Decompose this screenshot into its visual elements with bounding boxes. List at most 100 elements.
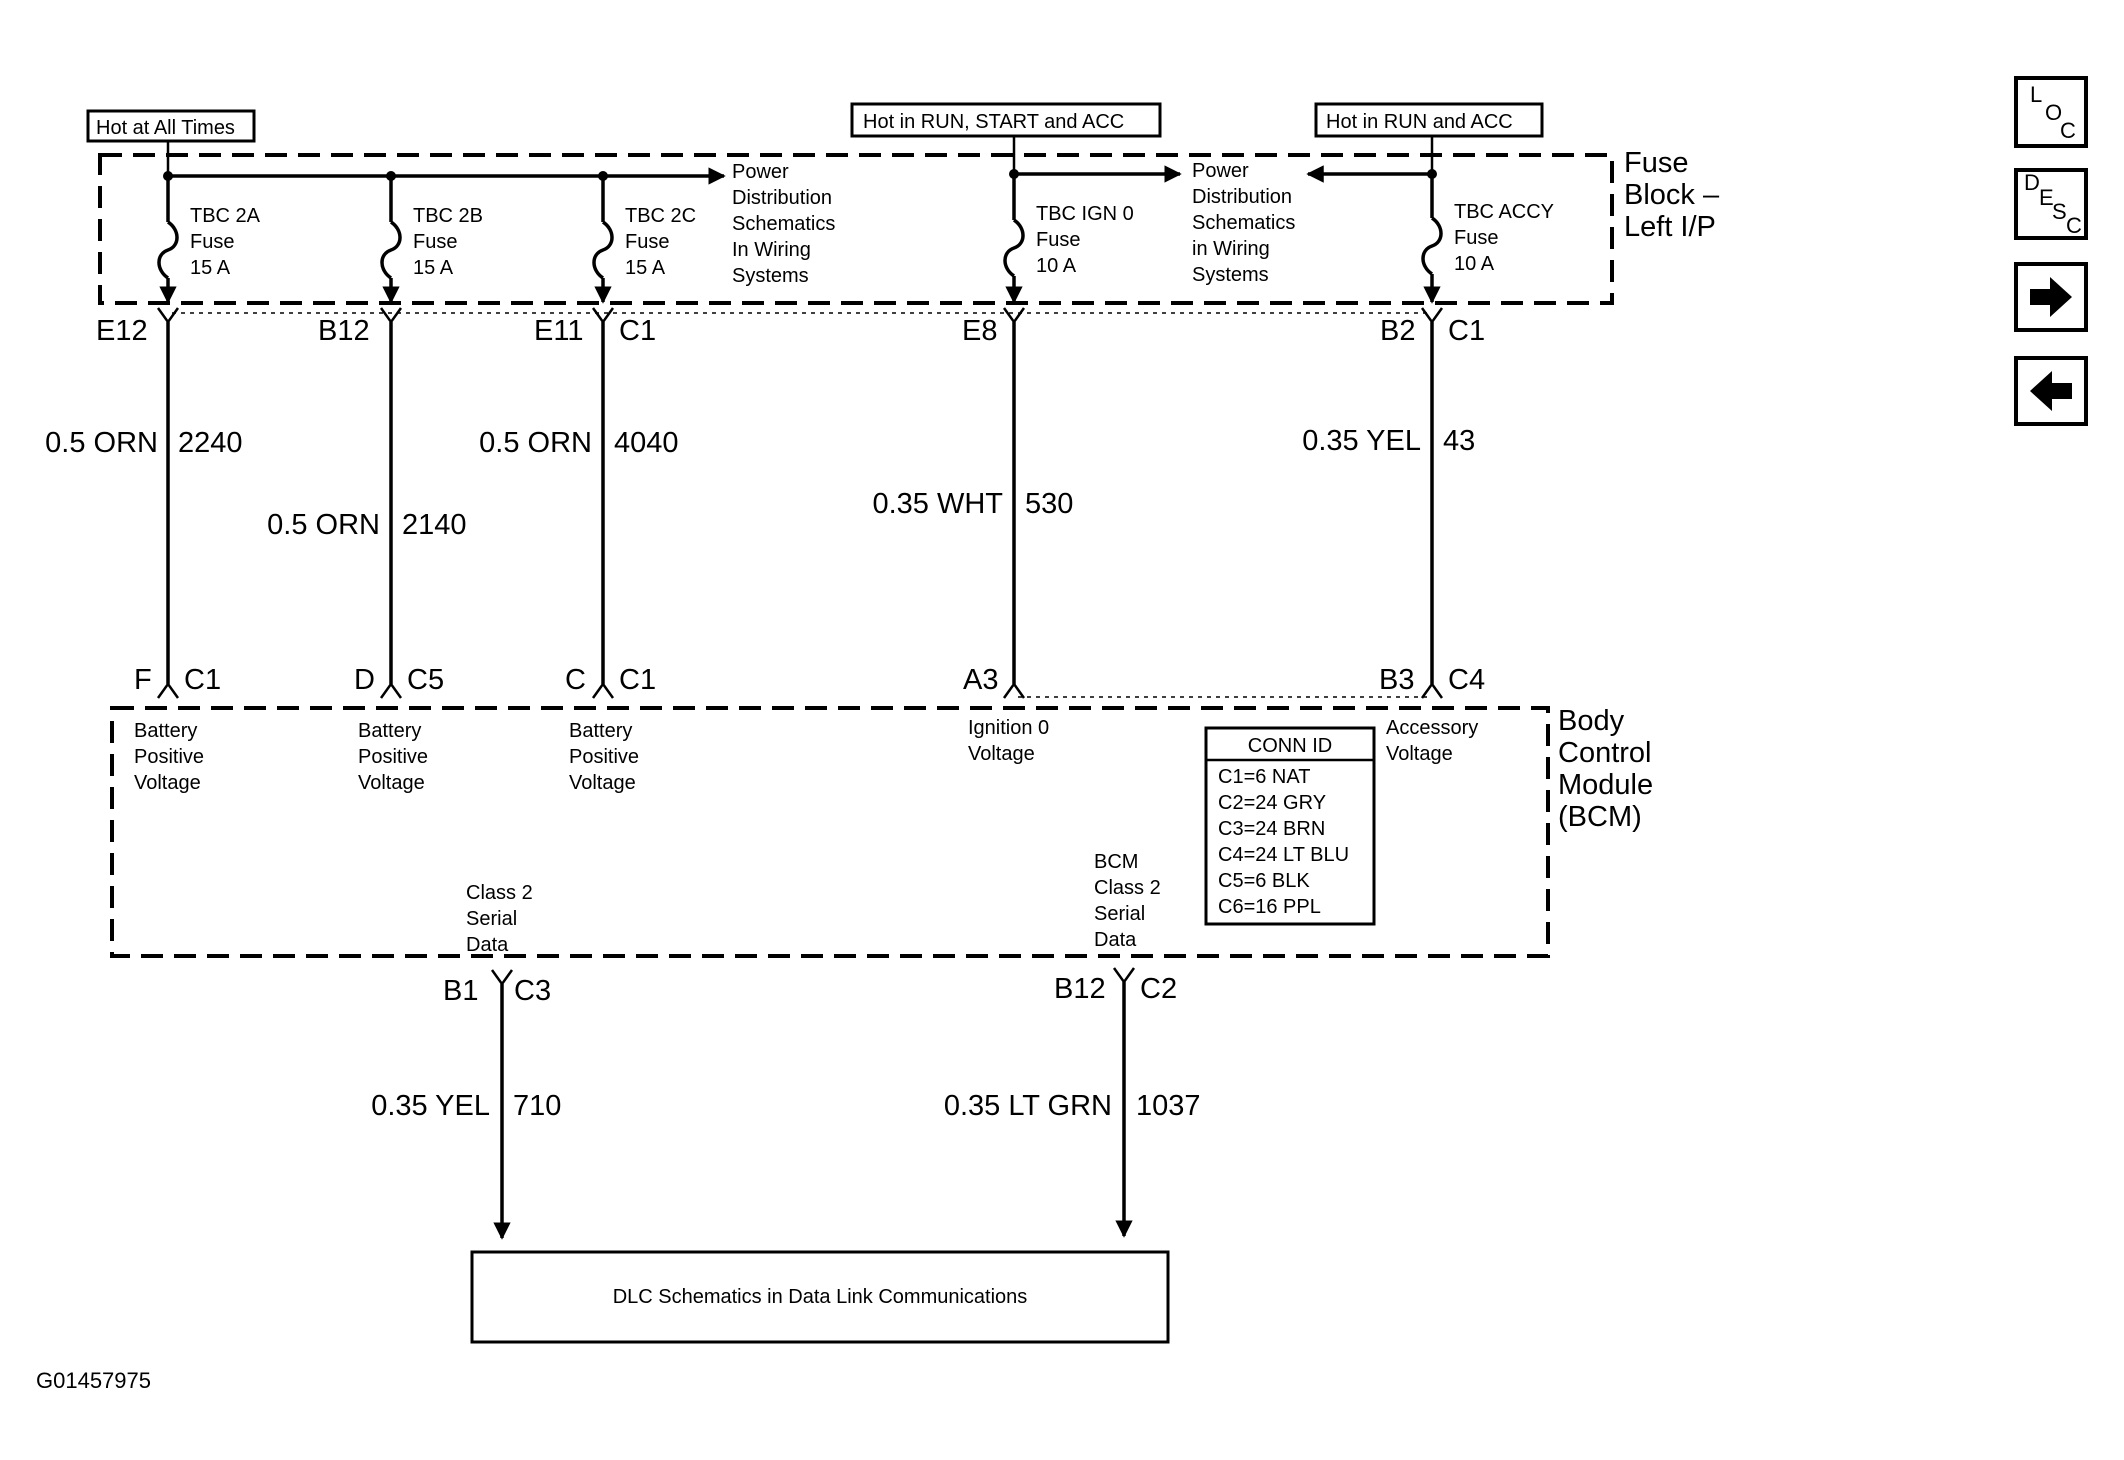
svg-text:Control: Control xyxy=(1558,737,1652,769)
connector-d-c5: D C5 xyxy=(354,664,444,699)
svg-text:Power: Power xyxy=(732,161,789,183)
svg-text:C1=6 NAT: C1=6 NAT xyxy=(1218,766,1310,788)
svg-text:Fuse: Fuse xyxy=(413,231,457,253)
hot-run-acc-label: Hot in RUN and ACC xyxy=(1314,102,1544,138)
svg-text:Voltage: Voltage xyxy=(134,772,201,794)
svg-text:Hot in RUN, START and ACC: Hot in RUN, START and ACC xyxy=(863,111,1124,133)
svg-text:O: O xyxy=(2045,100,2062,125)
svg-text:Hot in RUN and ACC: Hot in RUN and ACC xyxy=(1326,111,1513,133)
wire-530: 0.35 WHT 530 xyxy=(872,322,1073,684)
svg-text:in Wiring: in Wiring xyxy=(1192,238,1270,260)
svg-text:TBC 2A: TBC 2A xyxy=(190,205,261,227)
hot-run-start-acc-label: Hot in RUN, START and ACC xyxy=(850,102,1162,138)
battery-positive-voltage-3: Battery Positive Voltage xyxy=(569,720,639,794)
svg-text:4040: 4040 xyxy=(614,427,679,459)
svg-text:TBC IGN 0: TBC IGN 0 xyxy=(1036,203,1134,225)
svg-text:E: E xyxy=(2039,185,2054,210)
connector-b2-c1: B2 C1 xyxy=(1380,307,1485,347)
svg-text:E11: E11 xyxy=(534,315,583,347)
connector-e11-c1: E11 C1 xyxy=(534,307,656,347)
connector-a3: A3 xyxy=(963,664,1026,699)
svg-text:Systems: Systems xyxy=(1192,264,1269,286)
svg-text:Voltage: Voltage xyxy=(569,772,636,794)
svg-text:Serial: Serial xyxy=(466,908,517,930)
fuse-tbc-2b: TBC 2B Fuse 15 A xyxy=(380,176,483,304)
class-2-serial-data-label: Class 2 Serial Data xyxy=(466,882,533,956)
svg-text:C1: C1 xyxy=(1448,315,1485,347)
loc-button[interactable]: L O C xyxy=(2014,76,2088,148)
hot-at-all-times-label: Hot at All Times xyxy=(86,109,256,143)
svg-text:Distribution: Distribution xyxy=(1192,186,1292,208)
wire-710: 0.35 YEL 710 xyxy=(371,984,561,1240)
fuse-block-outline xyxy=(98,153,1614,305)
svg-text:0.35 WHT: 0.35 WHT xyxy=(872,488,1003,520)
svg-text:C3=24 BRN: C3=24 BRN xyxy=(1218,818,1325,840)
svg-text:Battery: Battery xyxy=(134,720,197,742)
svg-text:Fuse: Fuse xyxy=(1454,227,1498,249)
connector-b12-c2: B12 C2 xyxy=(1054,967,1177,1005)
previous-page-button[interactable] xyxy=(2014,356,2088,426)
svg-text:10 A: 10 A xyxy=(1454,253,1495,275)
svg-text:In Wiring: In Wiring xyxy=(732,239,811,261)
svg-text:Positive: Positive xyxy=(134,746,204,768)
battery-positive-voltage-1: Battery Positive Voltage xyxy=(134,720,204,794)
svg-text:Systems: Systems xyxy=(732,265,809,287)
accessory-voltage: Accessory Voltage xyxy=(1386,717,1478,765)
svg-text:Voltage: Voltage xyxy=(358,772,425,794)
svg-text:Class 2: Class 2 xyxy=(1094,877,1161,899)
svg-text:Schematics: Schematics xyxy=(1192,212,1295,234)
svg-text:Serial: Serial xyxy=(1094,903,1145,925)
svg-text:Body: Body xyxy=(1558,705,1625,737)
svg-text:C3: C3 xyxy=(514,975,551,1007)
conn-id-table: CONN ID C1=6 NAT C2=24 GRY C3=24 BRN C4=… xyxy=(1204,726,1376,926)
svg-text:Block –: Block – xyxy=(1624,179,1720,211)
svg-text:TBC ACCY: TBC ACCY xyxy=(1454,201,1554,223)
wire-4040: 0.5 ORN 4040 xyxy=(479,322,679,684)
svg-text:S: S xyxy=(2052,199,2067,224)
svg-text:0.5 ORN: 0.5 ORN xyxy=(45,427,158,459)
connector-b3-c4: B3 C4 xyxy=(1379,664,1485,699)
svg-text:B2: B2 xyxy=(1380,315,1415,347)
svg-text:Schematics: Schematics xyxy=(732,213,835,235)
desc-button[interactable]: D E S C xyxy=(2014,168,2088,240)
svg-text:530: 530 xyxy=(1025,488,1073,520)
svg-text:Accessory: Accessory xyxy=(1386,717,1478,739)
svg-text:0.35 YEL: 0.35 YEL xyxy=(1302,425,1421,457)
svg-text:E8: E8 xyxy=(962,315,997,347)
svg-text:C4=24 LT BLU: C4=24 LT BLU xyxy=(1218,844,1349,866)
svg-text:D: D xyxy=(354,664,375,696)
svg-text:C2=24 GRY: C2=24 GRY xyxy=(1218,792,1326,814)
connector-b12-upper: B12 xyxy=(318,307,403,347)
svg-text:Power: Power xyxy=(1192,160,1249,182)
svg-text:DLC Schematics in Data Link Co: DLC Schematics in Data Link Communicatio… xyxy=(613,1286,1028,1308)
wire-1037: 0.35 LT GRN 1037 xyxy=(944,982,1201,1238)
connector-c-c1: C C1 xyxy=(565,664,656,699)
bcm-outline xyxy=(110,706,1550,958)
svg-text:BCM: BCM xyxy=(1094,851,1138,873)
wire-2240: 0.5 ORN 2240 xyxy=(45,322,243,684)
figure-id: G01457975 xyxy=(36,1368,151,1393)
svg-text:C5=6 BLK: C5=6 BLK xyxy=(1218,870,1310,892)
svg-text:C5: C5 xyxy=(407,664,444,696)
svg-text:Ignition 0: Ignition 0 xyxy=(968,717,1049,739)
svg-text:Fuse: Fuse xyxy=(1624,147,1688,179)
svg-text:C1: C1 xyxy=(619,315,656,347)
svg-text:Fuse: Fuse xyxy=(1036,229,1080,251)
fuse-tbc-2c: TBC 2C Fuse 15 A xyxy=(592,176,696,304)
bcm-label: Body Control Module (BCM) xyxy=(1558,705,1653,833)
dlc-schematics-box[interactable]: DLC Schematics in Data Link Communicatio… xyxy=(470,1250,1170,1344)
wire-2140: 0.5 ORN 2140 xyxy=(267,322,467,684)
svg-text:Voltage: Voltage xyxy=(968,743,1035,765)
fuse-tbc-accy: TBC ACCY Fuse 10 A xyxy=(1421,174,1554,304)
svg-text:A3: A3 xyxy=(963,664,998,696)
svg-text:CONN ID: CONN ID xyxy=(1248,735,1332,757)
next-page-button[interactable] xyxy=(2014,262,2088,332)
svg-text:15 A: 15 A xyxy=(625,257,666,279)
svg-text:C: C xyxy=(2060,118,2076,143)
connector-b1-c3: B1 C3 xyxy=(443,969,551,1007)
ignition-0-voltage: Ignition 0 Voltage xyxy=(968,717,1049,765)
battery-positive-voltage-2: Battery Positive Voltage xyxy=(358,720,428,794)
fuse-tbc-2a: TBC 2A Fuse 15 A xyxy=(157,176,261,304)
svg-text:2240: 2240 xyxy=(178,427,243,459)
